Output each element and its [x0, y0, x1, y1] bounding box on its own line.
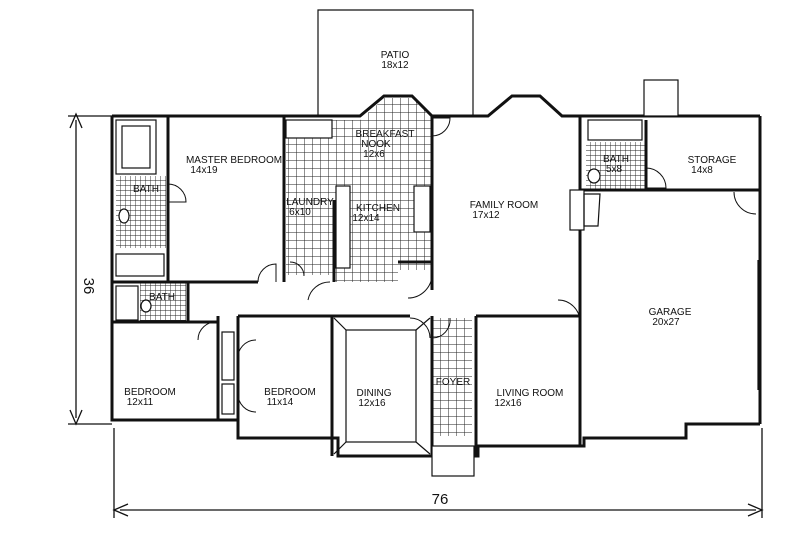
width-dimension-label: 76: [432, 491, 449, 508]
dimension-depth: 36: [68, 112, 112, 426]
laundry-size: 6x10: [289, 207, 311, 218]
kitchen-name: KITCHEN: [356, 203, 400, 214]
breakfast-name: BREAKFAST: [356, 129, 415, 140]
bedroom1-size: 12x11: [127, 397, 154, 408]
bath2-name: BATH: [149, 292, 175, 303]
patio: [317, 9, 474, 116]
living-size: 12x16: [494, 398, 522, 409]
kitchen-size: 12x14: [352, 213, 380, 224]
family-size: 17x12: [472, 210, 500, 221]
family-name: FAMILY ROOM: [470, 200, 539, 211]
bath3-size: 5x8: [606, 164, 623, 175]
breakfast-size: 12x6: [363, 149, 385, 160]
bedroom2-name: BEDROOM: [264, 387, 316, 398]
living-name: LIVING ROOM: [497, 388, 564, 399]
dining-tray: [333, 317, 431, 455]
laundry-name: LAUNDRY: [286, 197, 334, 208]
master-size: 14x19: [190, 165, 218, 176]
foyer-name: FOYER: [436, 377, 470, 388]
storage-size: 14x8: [691, 165, 713, 176]
master-bath-name: BATH: [133, 184, 159, 195]
bedroom2-size: 11x14: [267, 397, 294, 408]
room-labels: PATIO 18x12 BREAKFAST NOOK 12x6 MASTER B…: [124, 50, 737, 409]
breakfast-name-2: NOOK: [361, 139, 391, 150]
fixtures: [115, 79, 759, 477]
patio-size: 18x12: [381, 60, 409, 71]
dimension-width: 76: [112, 428, 764, 518]
garage-size: 20x27: [652, 317, 680, 328]
dining-name: DINING: [357, 388, 392, 399]
depth-dimension-label: 36: [80, 278, 97, 295]
door-swings: [167, 117, 757, 413]
dining-size: 12x16: [358, 398, 386, 409]
master-name: MASTER BEDROOM: [186, 155, 282, 166]
patio-name: PATIO: [381, 50, 410, 61]
garage-name: GARAGE: [649, 307, 692, 318]
storage-name: STORAGE: [688, 155, 737, 166]
bedroom1-name: BEDROOM: [124, 387, 176, 398]
bath3-name: BATH: [603, 154, 629, 165]
